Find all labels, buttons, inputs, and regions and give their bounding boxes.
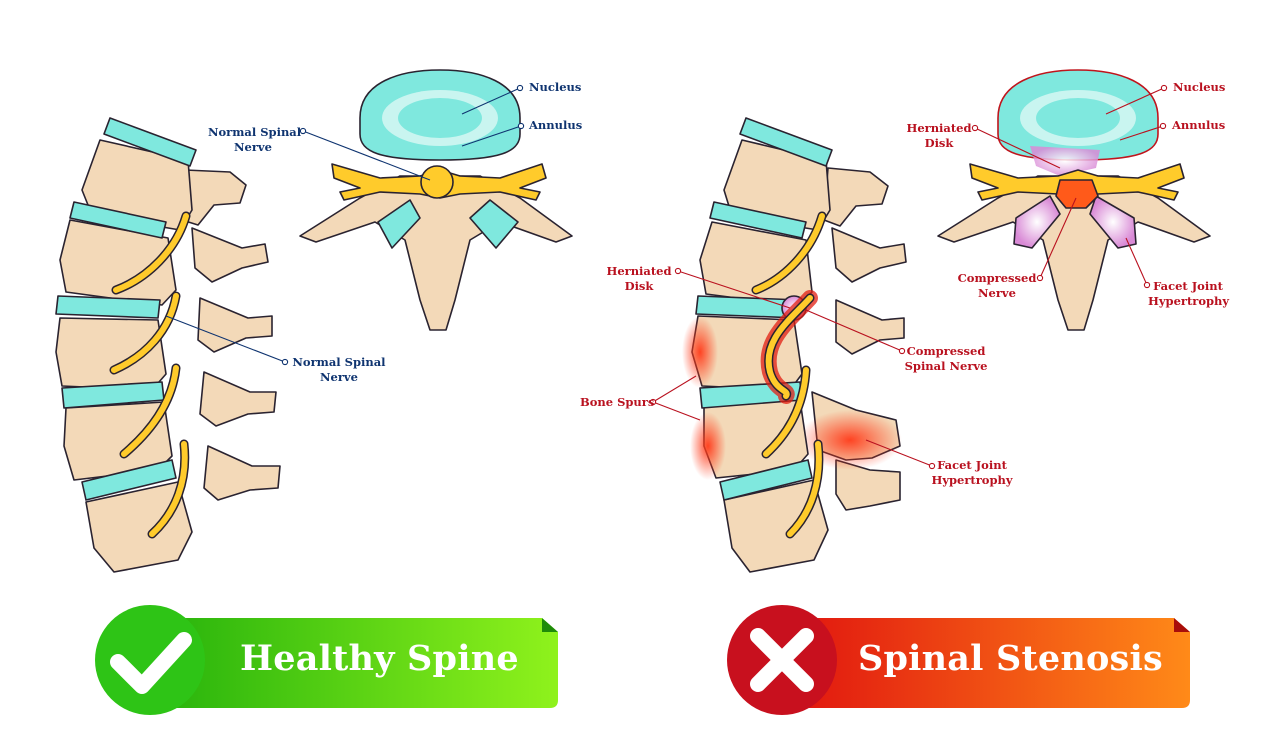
healthy-leaders — [165, 84, 525, 366]
leader-lines — [165, 84, 1168, 470]
stenosis-top-herniation — [1030, 146, 1100, 176]
stenosis-top-facet-right — [1089, 195, 1137, 249]
stenosis-top-view — [937, 69, 1211, 331]
stenosis-side-view — [682, 117, 907, 573]
healthy-vertebral-bodies — [55, 139, 193, 573]
healthy-badge — [95, 605, 205, 715]
label-bone-spurs: Bone Spurs — [580, 395, 655, 409]
healthy-nerve-roots — [109, 211, 191, 539]
stenosis-nerve-roots — [751, 211, 827, 539]
stenosis-top-compressed-cord — [1055, 179, 1099, 209]
healthy-top-view — [299, 69, 573, 331]
healthy-top-facet-right — [469, 199, 519, 249]
healthy-banner-bar — [150, 618, 558, 708]
healthy-top-facet-left — [377, 199, 421, 249]
stenosis-leaders — [649, 84, 1168, 470]
stenosis-banner-bar — [780, 618, 1190, 708]
check-icon — [110, 632, 192, 694]
healthy-facet-processes — [181, 169, 281, 501]
healthy-banner — [95, 605, 558, 715]
stenosis-banner-title: Spinal Stenosis — [858, 638, 1163, 679]
stenosis-bone-spur-glow-2 — [690, 412, 726, 480]
label-annulus-stenosis: Annulus — [1172, 118, 1226, 132]
healthy-side-view — [55, 117, 281, 573]
healthy-top-spinal-cord — [420, 165, 454, 199]
stenosis-banner — [727, 605, 1190, 715]
stenosis-top-facet-left — [1013, 195, 1061, 249]
healthy-discs — [55, 117, 197, 501]
label-annulus: Annulus — [529, 118, 583, 132]
stenosis-facet-inflammation — [798, 410, 902, 470]
label-nucleus-stenosis: Nucleus — [1173, 80, 1226, 94]
stenosis-bone-spur-glow-1 — [682, 316, 718, 388]
healthy-banner-title: Healthy Spine — [240, 638, 519, 679]
cross-icon — [750, 628, 814, 692]
label-nucleus: Nucleus — [529, 80, 582, 94]
